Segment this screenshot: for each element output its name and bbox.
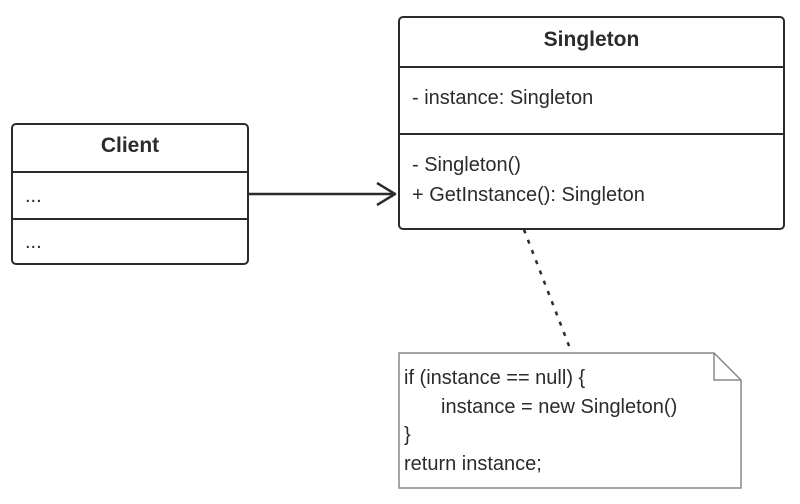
singleton-method-getinstance: + GetInstance(): Singleton — [412, 184, 645, 206]
code-note[interactable]: if (instance == null) { instance = new S… — [398, 352, 742, 489]
singleton-methods-section: - Singleton() + GetInstance(): Singleton — [400, 133, 783, 210]
note-link-dotted — [514, 208, 573, 352]
client-methods-section: ... — [13, 218, 247, 263]
note-line: if (instance == null) { — [404, 367, 586, 389]
singleton-fields-section: - instance: Singleton — [400, 66, 783, 133]
client-fields-section: ... — [13, 171, 247, 218]
client-method: ... — [25, 231, 42, 253]
singleton-method-constructor: - Singleton() — [412, 154, 521, 176]
association-arrowhead — [376, 181, 397, 207]
singleton-class-box[interactable]: Singleton - instance: Singleton - Single… — [398, 16, 785, 230]
note-shape — [398, 352, 742, 489]
note-code: if (instance == null) { instance = new S… — [404, 364, 677, 478]
singleton-class-name: Singleton — [543, 28, 640, 51]
association-arrow[interactable] — [249, 181, 397, 207]
singleton-field-instance: - instance: Singleton — [412, 87, 594, 109]
client-class-name: Client — [100, 134, 160, 157]
note-line: } — [404, 424, 411, 446]
note-line: instance = new Singleton() — [441, 395, 678, 418]
client-class-box[interactable]: Client ... ... — [11, 123, 249, 265]
client-field: ... — [25, 185, 42, 207]
note-line: return instance; — [404, 452, 542, 475]
